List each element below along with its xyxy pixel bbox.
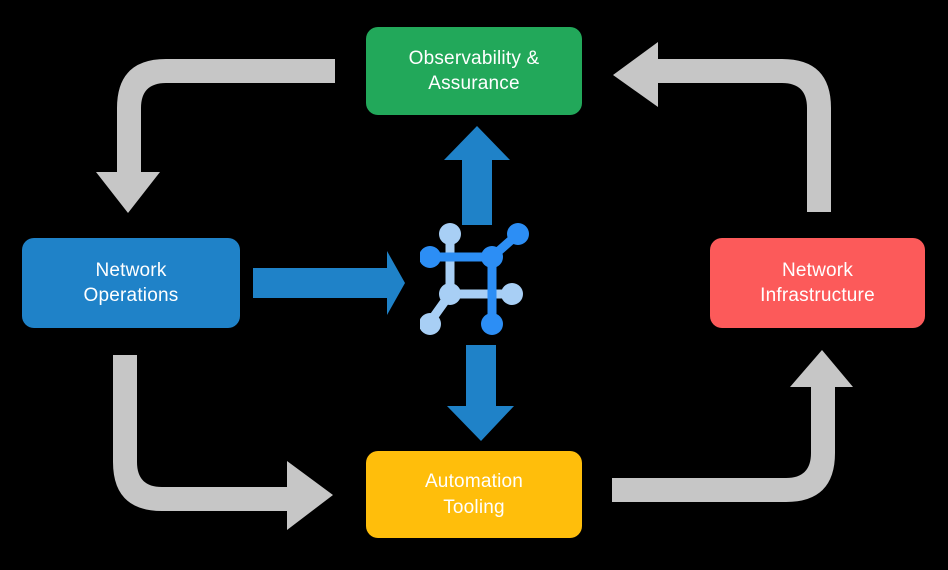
arrow-operations-to-center <box>253 251 405 315</box>
node-network-infrastructure[interactable]: Network Infrastructure <box>710 238 925 328</box>
node-observability-assurance-label: Observability & Assurance <box>408 47 540 94</box>
node-automation-tooling-label: Automation Tooling <box>424 471 524 518</box>
arrow-observability-to-operations <box>96 59 335 213</box>
node-observability-assurance[interactable]: Observability & Assurance <box>366 27 582 115</box>
network-topology-icon <box>420 223 529 335</box>
node-network-infrastructure-label: Network Infrastructure <box>760 259 875 306</box>
arrow-center-to-observability <box>444 126 510 225</box>
arrow-operations-to-automation <box>113 355 333 530</box>
arrow-center-to-automation <box>447 345 514 441</box>
node-network-operations[interactable]: Network Operations <box>22 238 240 328</box>
node-automation-tooling[interactable]: Automation Tooling <box>366 451 582 538</box>
arrow-infrastructure-to-observability <box>613 42 831 212</box>
node-network-operations-label: Network Operations <box>83 259 179 306</box>
arrow-automation-to-infrastructure <box>612 350 853 502</box>
